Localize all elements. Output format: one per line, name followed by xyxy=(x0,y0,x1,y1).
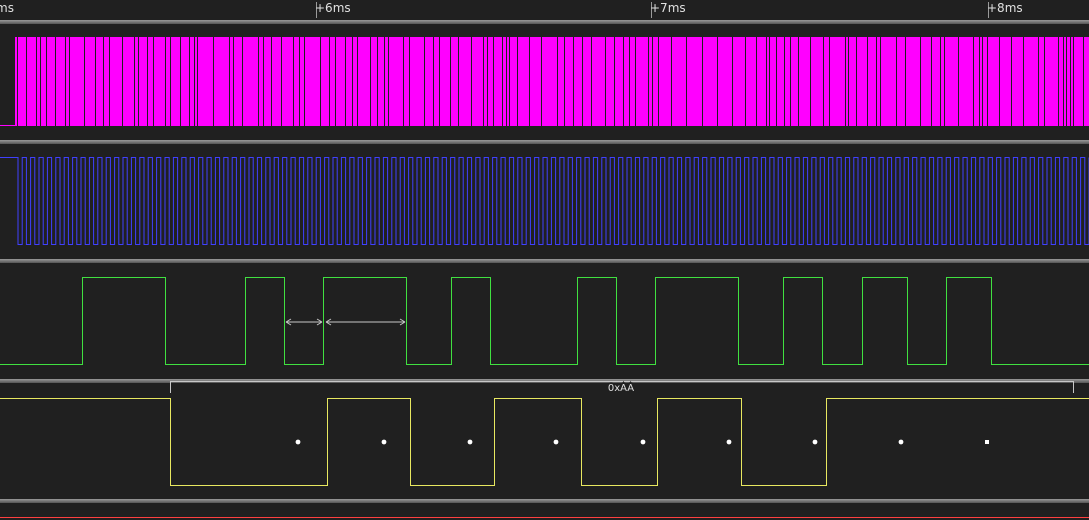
green-channel-trace xyxy=(0,277,1089,365)
magenta-channel-trace xyxy=(0,37,1089,126)
sample-dot xyxy=(553,439,559,445)
tick-mark xyxy=(988,2,989,18)
sample-dot xyxy=(295,439,301,445)
yellow-channel-trace xyxy=(0,398,1089,486)
tick-mark xyxy=(316,2,317,18)
magenta-dense-block xyxy=(15,37,1089,126)
time-ruler[interactable]: ms +6ms +7ms +8ms xyxy=(0,0,1089,20)
sample-dot xyxy=(467,439,473,445)
tick-label-ms: ms xyxy=(0,1,14,15)
row-separator[interactable] xyxy=(0,20,1089,24)
measurement-arrow-1[interactable] xyxy=(285,318,323,326)
measurement-arrow-2[interactable] xyxy=(325,318,406,326)
sample-dot xyxy=(726,439,732,445)
sample-dot xyxy=(898,439,904,445)
tick-label-6ms: +6ms xyxy=(315,1,351,15)
tick-mark xyxy=(651,2,652,18)
row-separator[interactable] xyxy=(0,499,1089,503)
row-separator[interactable] xyxy=(0,259,1089,263)
sample-dot xyxy=(812,439,818,445)
tick-label-8ms: +8ms xyxy=(987,1,1023,15)
tick-label-7ms: +7ms xyxy=(650,1,686,15)
decoder-bracket xyxy=(170,381,1074,393)
decoder-value-label: 0xAA xyxy=(608,383,634,394)
clock-channel-trace xyxy=(0,157,1089,245)
sample-dot xyxy=(640,439,646,445)
sample-dot xyxy=(381,439,387,445)
stop-marker xyxy=(985,440,989,444)
decoder-annotation[interactable]: 0xAA xyxy=(170,381,1074,396)
sample-points xyxy=(295,439,989,445)
row-separator[interactable] xyxy=(0,140,1089,144)
